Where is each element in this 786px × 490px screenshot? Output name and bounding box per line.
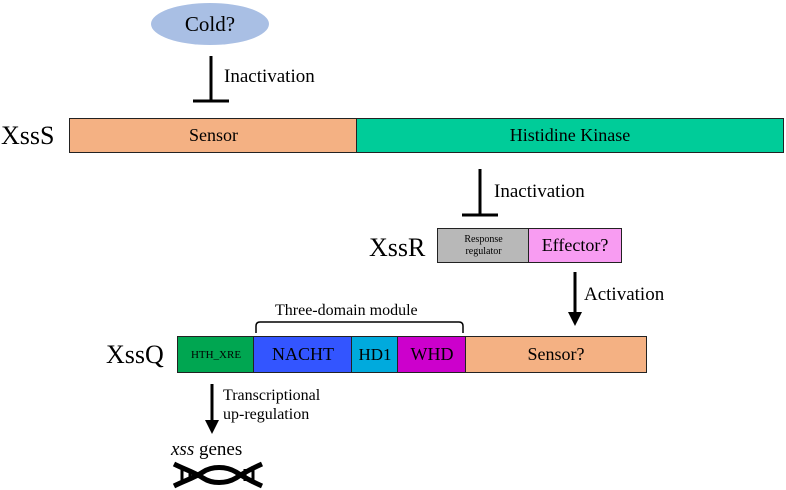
xssr-effector-domain: Effector? bbox=[528, 228, 622, 263]
xssr-name: XssR bbox=[369, 233, 426, 262]
inactivation-label-2: Inactivation bbox=[494, 181, 585, 202]
xssq-hd1-label: HD1 bbox=[358, 344, 392, 364]
xssq-nacht-label: NACHT bbox=[272, 344, 334, 364]
xssq-nacht-domain: NACHT bbox=[253, 336, 353, 373]
xsss-sensor-label: Sensor bbox=[189, 125, 238, 145]
dna-icon bbox=[172, 461, 264, 489]
inactivation-label-1: Inactivation bbox=[224, 66, 315, 87]
activation-arrow bbox=[568, 272, 582, 326]
genes-italic: xss bbox=[171, 439, 195, 460]
transcription-line-1: Transcriptional bbox=[223, 387, 321, 404]
inhibition-arrow-2 bbox=[462, 169, 498, 217]
xssq-sensor-label: Sensor? bbox=[527, 344, 585, 364]
response-regulator-line-2: regulator bbox=[465, 245, 502, 257]
xssq-name: XssQ bbox=[106, 340, 164, 369]
inhibition-arrow-1 bbox=[193, 56, 229, 103]
xssq-hth-domain: HTH_XRE bbox=[177, 336, 255, 373]
xsss-kinase-label: Histidine Kinase bbox=[509, 125, 631, 145]
transcription-label: Transcriptional up-regulation bbox=[223, 386, 320, 424]
genes-rest: genes bbox=[194, 439, 243, 460]
xssr-effector-label: Effector? bbox=[541, 235, 609, 255]
transcription-arrow bbox=[205, 384, 219, 434]
xsss-kinase-domain: Histidine Kinase bbox=[356, 118, 784, 153]
xssq-sensor-domain: Sensor? bbox=[465, 336, 647, 373]
cold-label: Cold? bbox=[184, 11, 236, 36]
activation-label: Activation bbox=[584, 284, 665, 305]
xssq-hd1-domain: HD1 bbox=[351, 336, 399, 373]
xssq-hth-label: HTH_XRE bbox=[190, 348, 242, 361]
xssq-whd-domain: WHD bbox=[397, 336, 467, 373]
module-bracket bbox=[255, 321, 464, 333]
response-regulator-line-1: Response bbox=[464, 234, 503, 245]
xssr-response-regulator-domain: Response regulator bbox=[437, 228, 530, 263]
xsss-sensor-domain: Sensor bbox=[69, 118, 358, 153]
cold-signal: Cold? bbox=[151, 3, 269, 45]
xsss-name: XssS bbox=[1, 121, 55, 150]
transcription-line-2: up-regulation bbox=[223, 406, 310, 424]
xssq-whd-label: WHD bbox=[410, 344, 454, 364]
module-label: Three-domain module bbox=[275, 302, 418, 319]
genes-label: xss genes bbox=[171, 440, 242, 459]
